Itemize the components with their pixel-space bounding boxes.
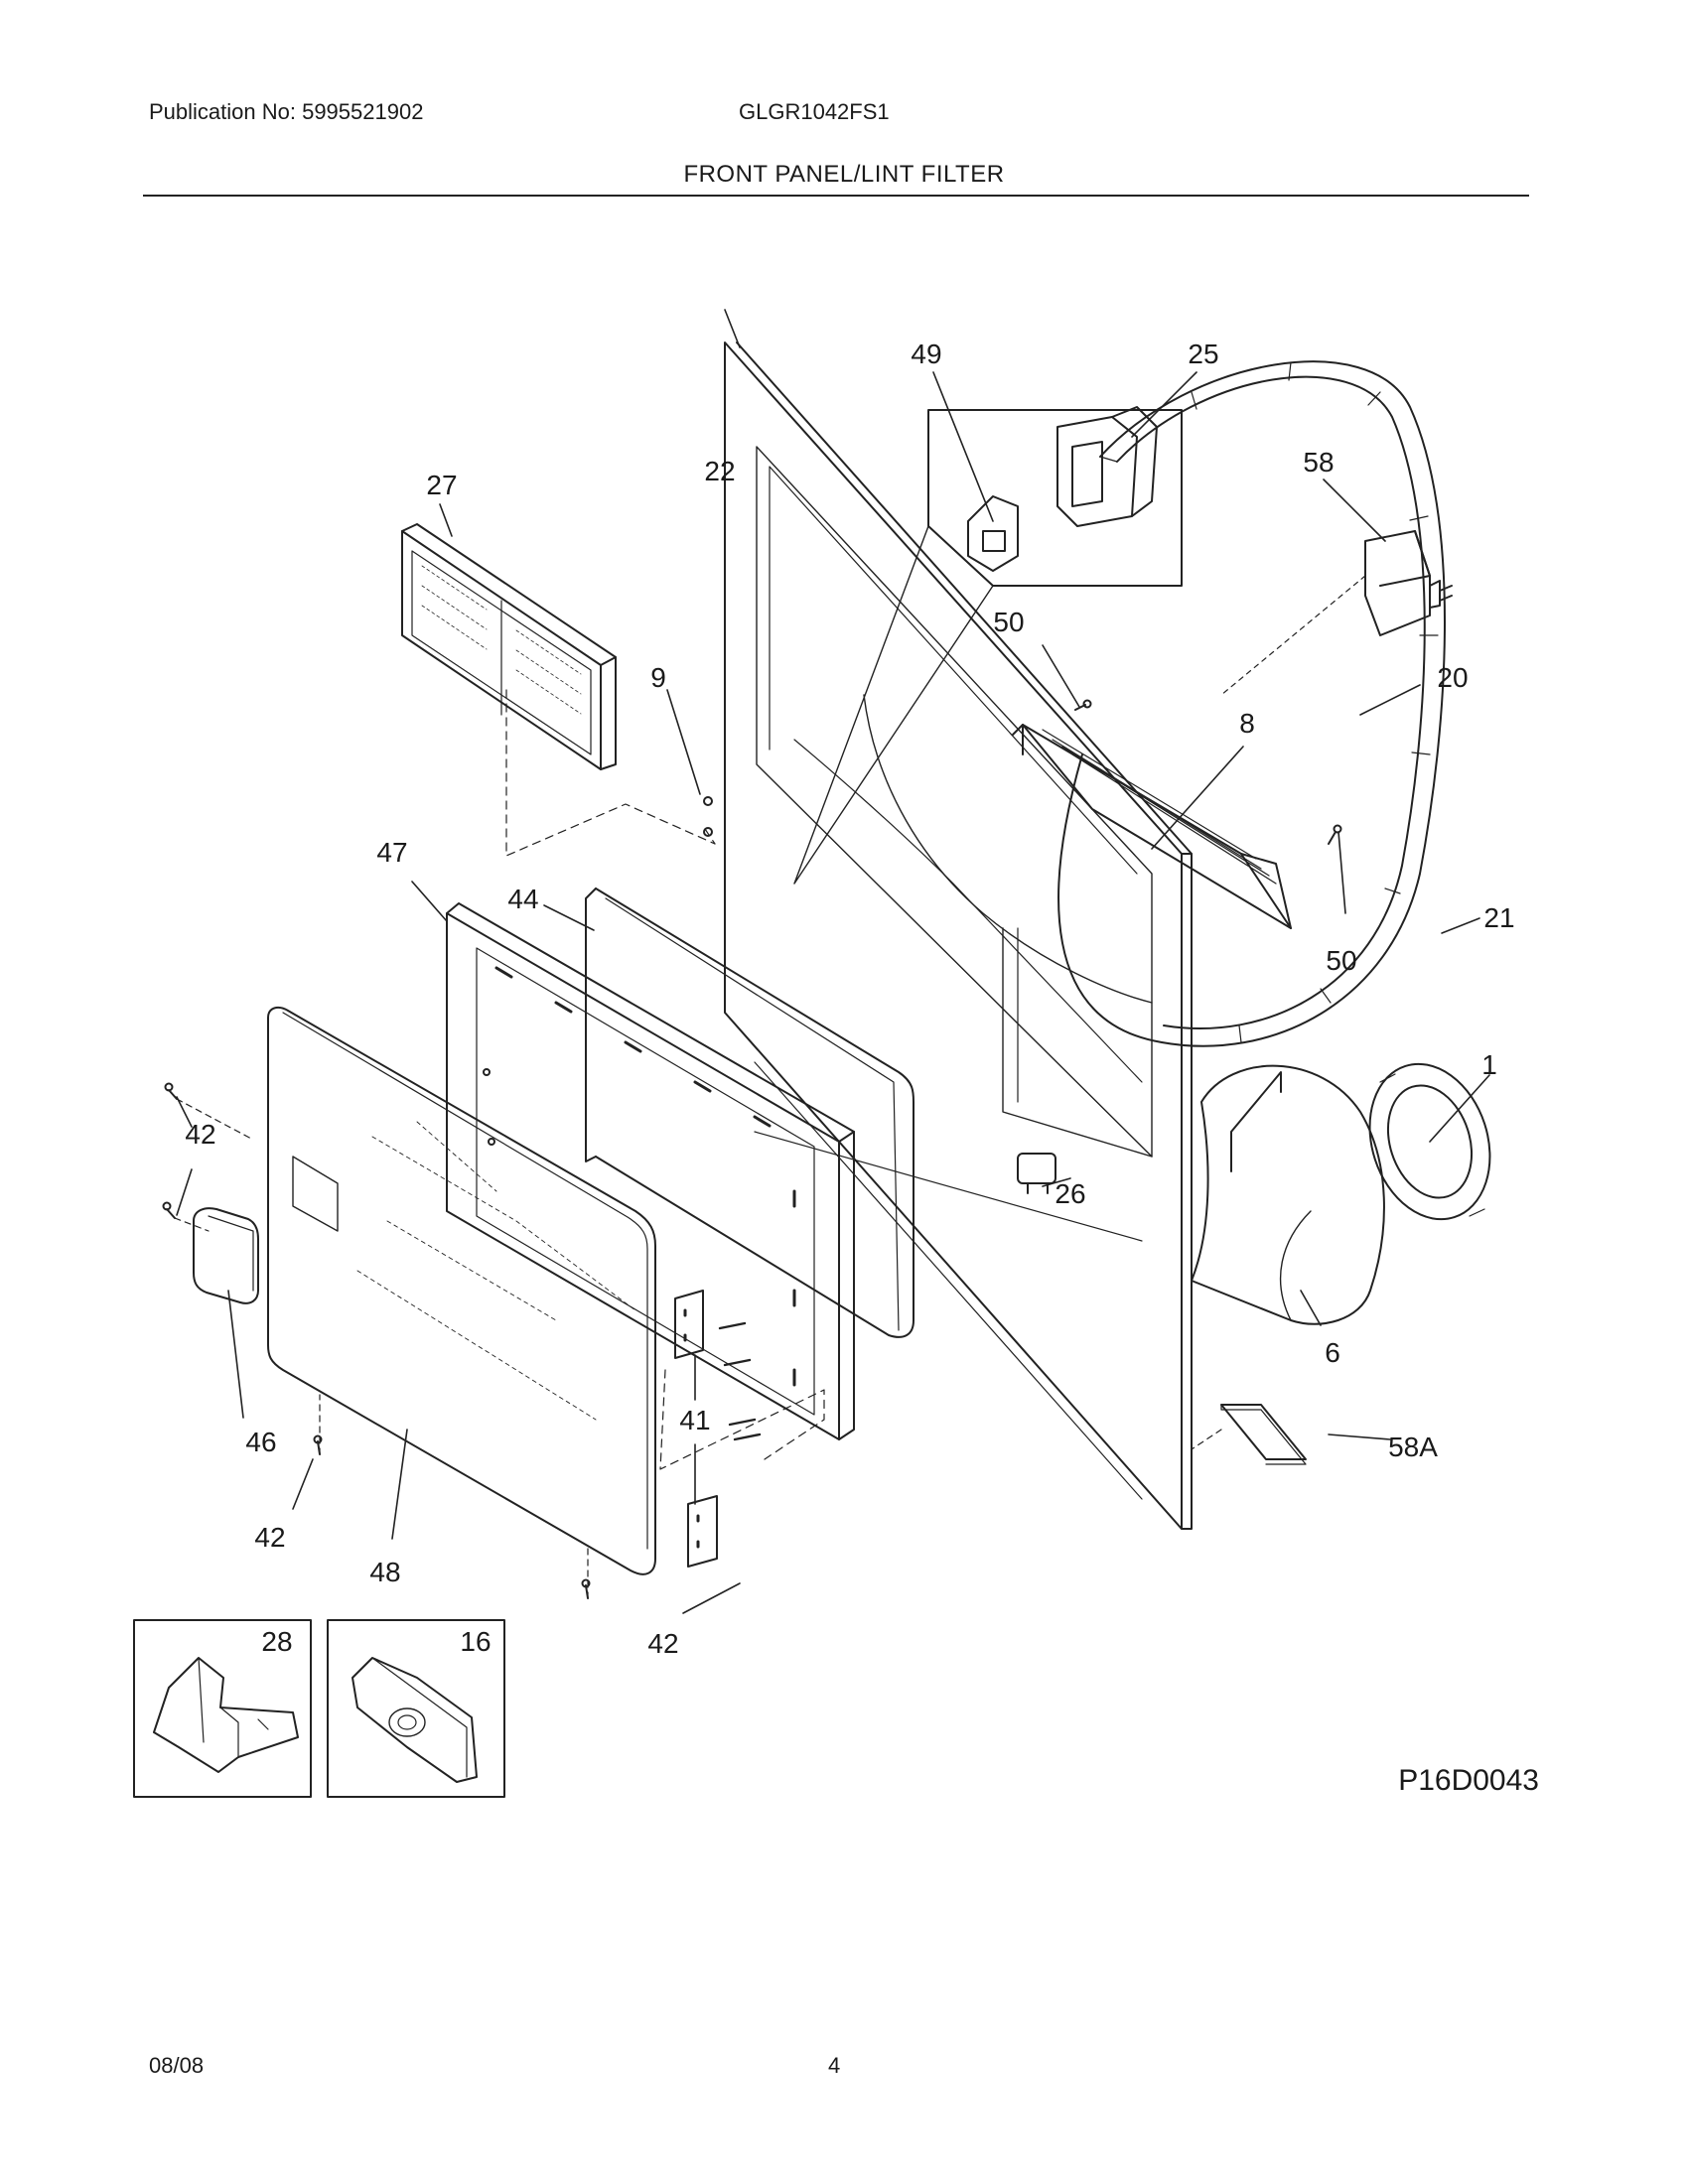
screws-42: [162, 1082, 591, 1599]
door-gasket: [585, 887, 914, 1338]
callout-47: 47: [376, 837, 407, 868]
inset-box-28: [133, 1619, 312, 1798]
callout-50-top: 50: [993, 607, 1024, 637]
callout-48: 48: [369, 1557, 400, 1587]
model-number: GLGR1042FS1: [739, 99, 890, 124]
callout-41: 41: [679, 1405, 710, 1435]
callout-42-bottom: 42: [647, 1628, 678, 1659]
callout-42-left: 42: [185, 1119, 215, 1150]
callout-6: 6: [1325, 1337, 1340, 1368]
callout-27: 27: [426, 470, 457, 500]
inset-box-16: [327, 1619, 505, 1798]
header-rule: [143, 195, 1529, 197]
callout-20: 20: [1437, 662, 1468, 693]
page-title: FRONT PANEL/LINT FILTER: [683, 161, 1005, 188]
lint-duct: [1012, 724, 1292, 929]
callout-1: 1: [1481, 1049, 1497, 1080]
outer-door: [267, 1006, 656, 1575]
callout-46: 46: [245, 1427, 276, 1457]
figure-code: P16D0043: [1398, 1764, 1539, 1797]
leader-lines: [176, 309, 1490, 1614]
door-switch: [1017, 1153, 1056, 1194]
page-number: 4: [828, 2053, 841, 2078]
footer-date: 08/08: [149, 2053, 205, 2078]
callout-44: 44: [507, 884, 538, 914]
insulation-pad: [1191, 1404, 1307, 1465]
drum-seal-ring: [1057, 360, 1446, 1047]
inner-door-panel: [446, 902, 855, 1440]
callout-21: 21: [1483, 902, 1514, 933]
callout-22: 22: [704, 456, 735, 486]
callout-9: 9: [650, 662, 666, 693]
screws-9: [703, 796, 713, 837]
callout-42-bottom-left: 42: [254, 1522, 285, 1553]
callout-25: 25: [1188, 339, 1218, 369]
callout-26: 26: [1055, 1178, 1085, 1209]
door-hinges: [659, 1290, 825, 1568]
door-stop: [193, 1207, 259, 1304]
callout-28: 28: [261, 1626, 292, 1657]
callout-50-right: 50: [1326, 945, 1356, 976]
blower-housing: [1191, 1062, 1491, 1325]
callout-8: 8: [1239, 708, 1255, 739]
callout-58A: 58A: [1388, 1432, 1438, 1462]
publication-number: Publication No: 5995521902: [149, 99, 424, 124]
door-switch-inset: [793, 406, 1183, 885]
lint-filter: [401, 523, 716, 857]
front-panel: [724, 341, 1193, 1530]
callout-49: 49: [911, 339, 941, 369]
screws-50: [1074, 699, 1342, 845]
callout-16: 16: [460, 1626, 491, 1657]
terminal-block: [1220, 530, 1453, 696]
callout-58: 58: [1303, 447, 1334, 478]
